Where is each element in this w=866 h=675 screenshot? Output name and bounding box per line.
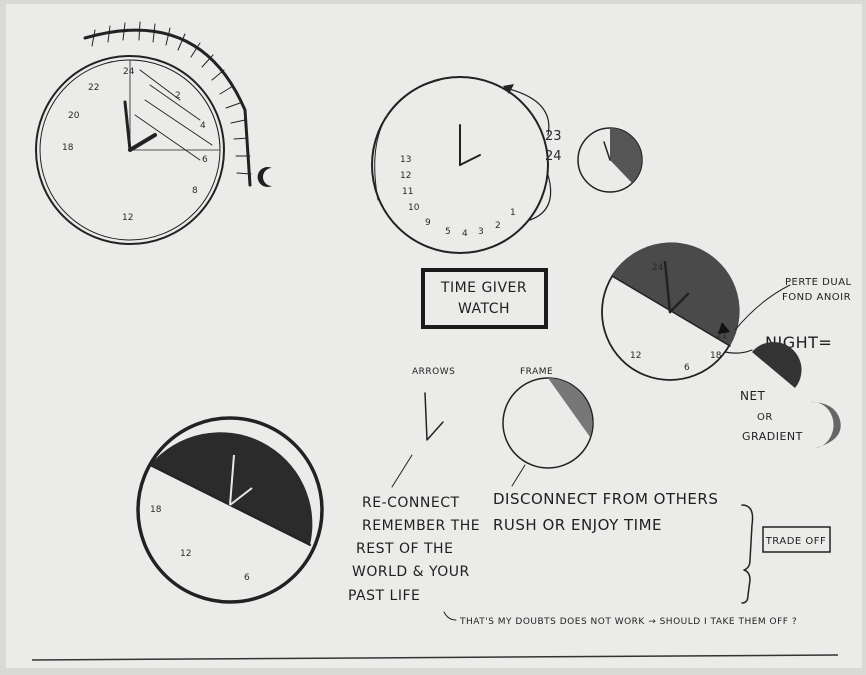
night-gradient-sketch	[810, 401, 841, 448]
clock-1-numeral: 22	[88, 83, 99, 93]
disconnect-note: DISCONNECT FROM OTHERS RUSH OR ENJOY TIM…	[493, 490, 718, 534]
clock-2-numeral: 10	[408, 203, 420, 213]
clock-1-numeral: 8	[192, 186, 198, 196]
clock-4-numeral: 24	[652, 263, 664, 273]
clock-2-numeral: 1	[510, 208, 516, 218]
clock-5-numeral: 12	[180, 549, 191, 559]
clock-3-sketch	[577, 127, 643, 193]
bottom-rule	[31, 654, 839, 661]
clock-1-numeral: 6	[202, 155, 208, 165]
moon-icon	[257, 167, 272, 188]
night-option-gradient: GRADIENT	[742, 430, 803, 443]
clock-2-sketch: 23 24 13 12 11 10 9 5 4 3 2 1	[371, 76, 562, 254]
clock-1-numeral: 4	[200, 121, 206, 131]
reconnect-line-5: PAST LIFE	[348, 588, 420, 604]
title-line-2: WATCH	[458, 301, 510, 317]
clock-1-numeral: 24	[123, 67, 135, 77]
clock-4-numeral: 18	[710, 351, 722, 361]
clock-4-sketch: 24 12 6 18 21	[601, 242, 791, 381]
frame-sketch	[502, 377, 594, 487]
reconnect-line-3: REST OF THE	[356, 541, 453, 557]
title-line-1: TIME GIVER	[440, 280, 527, 296]
reconnect-line-2: REMEMBER THE	[362, 518, 480, 534]
clock-5-sketch: 18 12 6	[136, 416, 324, 604]
perte-note-line-2: FOND ANOIR	[782, 292, 851, 303]
clock-2-numeral: 4	[462, 229, 468, 239]
clock-5-numeral: 6	[244, 573, 250, 583]
clock-2-numeral: 11	[402, 187, 413, 197]
night-option-or: OR	[757, 412, 773, 423]
trade-off-box: TRADE OFF	[762, 526, 831, 553]
clock-2-numeral: 9	[425, 218, 431, 228]
clock-2-numeral: 12	[400, 171, 411, 181]
disconnect-line-1: DISCONNECT FROM OTHERS	[493, 490, 718, 508]
reconnect-line-1: RE-CONNECT	[362, 495, 460, 511]
title-box: TIME GIVER WATCH	[421, 268, 548, 329]
clock-2-numeral: 2	[495, 221, 501, 231]
disconnect-line-2: RUSH OR ENJOY TIME	[493, 516, 662, 534]
footer-note: THAT'S MY DOUBTS DOES NOT WORK → SHOULD …	[459, 617, 797, 627]
clock-2-numeral: 24	[545, 149, 562, 164]
clock-1-numeral: 18	[62, 143, 74, 153]
perte-note-line-1: PERTE DUAL	[785, 277, 852, 288]
arrows-label: ARROWS	[412, 367, 455, 377]
clock-2-numeral: 23	[545, 129, 562, 144]
clock-1-numeral: 2	[175, 91, 181, 101]
clock-4-numeral: 12	[630, 351, 641, 361]
clock-1-sketch: 24 2 4 6 8 12 18 20 22	[35, 21, 272, 245]
clock-2-numeral: 3	[478, 227, 484, 237]
clock-4-numeral: 6	[684, 363, 690, 373]
trade-off-label: TRADE OFF	[765, 536, 827, 547]
clock-1-numeral: 12	[122, 213, 133, 223]
clock-1-numeral: 20	[68, 111, 80, 121]
clock-5-numeral: 18	[150, 505, 162, 515]
clock-4-numeral: 21	[716, 331, 727, 341]
clock-2-numeral: 5	[445, 227, 451, 237]
frame-label: FRAME	[520, 367, 553, 377]
night-half-solid	[752, 341, 802, 388]
reconnect-note: RE-CONNECT REMEMBER THE REST OF THE WORL…	[348, 495, 480, 604]
clock-2-numeral: 13	[400, 155, 411, 165]
night-option-net: NET	[740, 389, 766, 403]
reconnect-line-4: WORLD & YOUR	[352, 564, 470, 580]
